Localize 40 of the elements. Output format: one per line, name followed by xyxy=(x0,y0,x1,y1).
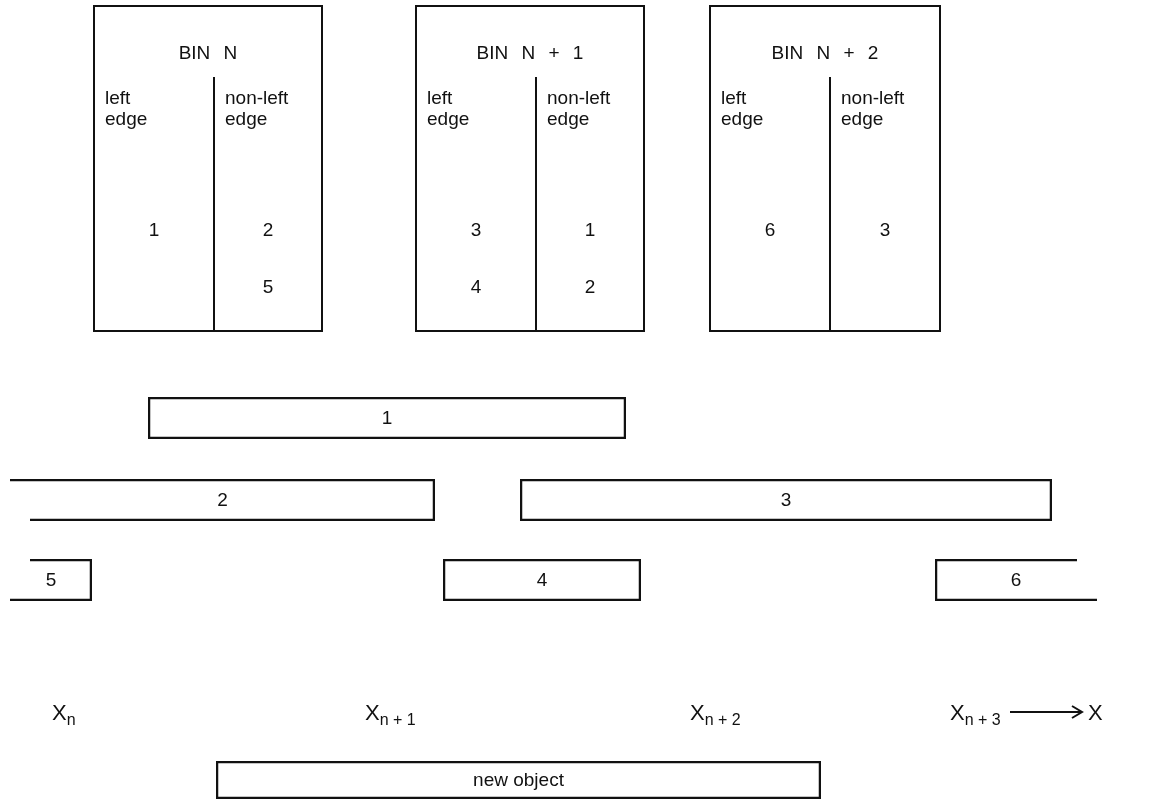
object-bar xyxy=(216,761,821,799)
bin-table xyxy=(709,5,941,332)
bar-number: 5 xyxy=(44,569,58,591)
axis-label: X$_{n + 3}$ xyxy=(950,700,1001,730)
column-header: non-left edge xyxy=(225,87,290,129)
bin-table xyxy=(415,5,645,332)
bar-number: 4 xyxy=(535,569,549,591)
column-header: non-left edge xyxy=(841,87,906,129)
object-number: 3 xyxy=(469,219,483,241)
object-number: 5 xyxy=(261,276,275,298)
axis-label: X$_{n + 1}$ xyxy=(365,700,416,730)
column-header: non-left edge xyxy=(547,87,612,129)
bar-number: 1 xyxy=(380,407,394,429)
object-number: 3 xyxy=(878,219,892,241)
object-bar xyxy=(935,559,1097,601)
column-header: left edge xyxy=(721,87,765,129)
object-bar xyxy=(148,397,626,439)
object-number: 1 xyxy=(583,219,597,241)
object-bar xyxy=(443,559,641,601)
object-number: 2 xyxy=(261,219,275,241)
object-number: 2 xyxy=(583,276,597,298)
object-bar xyxy=(10,559,92,601)
bin-table xyxy=(93,5,323,332)
axis-label: X$_{n + 2}$ xyxy=(690,700,741,730)
object-number: 4 xyxy=(469,276,483,298)
bin-heading: BIN N xyxy=(177,42,239,64)
object-bar xyxy=(520,479,1052,521)
bar-label: new object xyxy=(472,769,565,791)
object-bar xyxy=(10,479,435,521)
bin-heading: BIN N + 1 xyxy=(475,42,585,64)
object-number: 1 xyxy=(147,219,161,241)
column-header: left edge xyxy=(105,87,149,129)
bin-heading: BIN N + 2 xyxy=(770,42,880,64)
bar-number: 6 xyxy=(1009,569,1023,591)
object-number: 6 xyxy=(763,219,777,241)
axis-label: X$_{n}$ xyxy=(52,700,76,730)
bar-number: 3 xyxy=(779,489,793,511)
column-header: left edge xyxy=(427,87,471,129)
axis-label: X xyxy=(1088,700,1103,726)
bar-number: 2 xyxy=(216,489,229,511)
